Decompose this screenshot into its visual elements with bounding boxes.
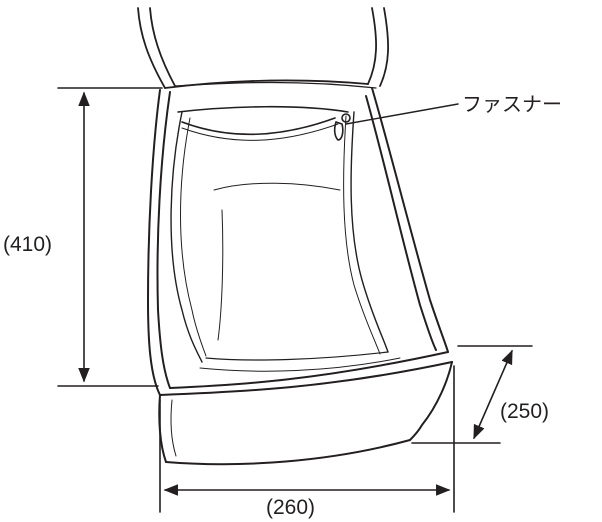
- height-dimension-label: (410): [3, 233, 53, 256]
- depth-dimension-label: (250): [500, 400, 550, 423]
- zipper-callout-label: ファスナー: [462, 94, 562, 116]
- bag-lid: [137, 7, 389, 89]
- zipper-pull-icon: [333, 113, 351, 141]
- width-dimension: [159, 365, 455, 513]
- depth-dimension: [411, 345, 533, 444]
- zipper-leader-line: [345, 103, 459, 125]
- width-dimension-label: (260): [266, 496, 316, 519]
- bag-interior: [170, 105, 401, 372]
- height-dimension: [57, 87, 163, 387]
- bag-body: [147, 87, 453, 396]
